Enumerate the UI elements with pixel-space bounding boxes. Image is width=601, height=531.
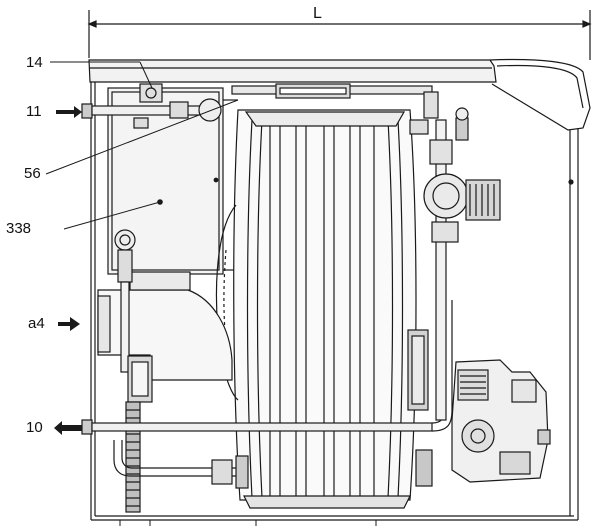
dimension-label-L: L xyxy=(313,5,322,22)
lower-bypass-pipe xyxy=(113,440,249,489)
callout-338: 338 xyxy=(6,220,32,237)
callout-11: 11 xyxy=(26,103,42,120)
leader-lines xyxy=(45,61,239,230)
callout-14: 14 xyxy=(26,54,43,71)
callout-a4: a4 xyxy=(28,315,45,332)
flow-arrows xyxy=(54,106,82,435)
burner-unit xyxy=(451,359,551,483)
arrow-in-11 xyxy=(56,106,82,118)
top-header-pipe xyxy=(139,83,439,119)
heat-exchanger xyxy=(215,109,417,509)
callout-56: 56 xyxy=(24,165,41,182)
outer-casing xyxy=(88,58,591,521)
bottom-ticks xyxy=(119,520,377,526)
control-strip xyxy=(407,329,433,487)
burner-front-casing xyxy=(97,271,233,381)
circulation-pump xyxy=(409,107,501,421)
inlet-pipe-11 xyxy=(81,98,222,129)
arrow-out-10 xyxy=(54,421,82,435)
callout-10: 10 xyxy=(26,419,43,436)
dimension-L xyxy=(87,10,592,60)
arrow-in-a4 xyxy=(58,317,80,331)
